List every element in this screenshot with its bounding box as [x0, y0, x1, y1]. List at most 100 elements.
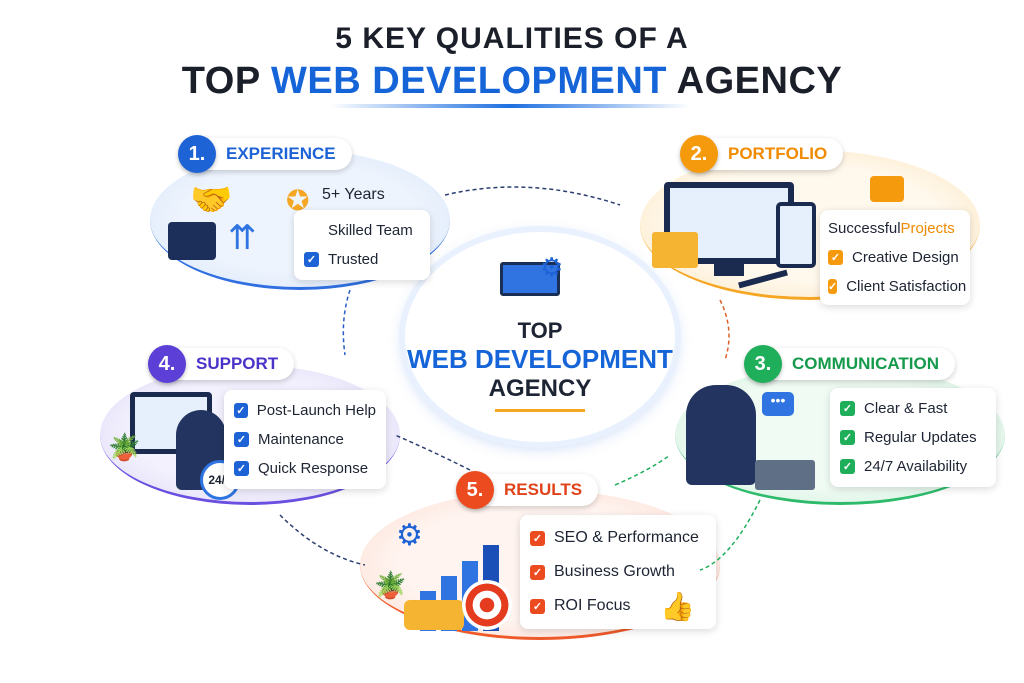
item-text: Quick Response — [258, 460, 369, 477]
arrow-1-2 — [444, 186, 621, 206]
portfolio-header: 2. PORTFOLIO — [680, 135, 844, 173]
item-text: Business Growth — [554, 563, 675, 580]
arrow-4-1 — [342, 289, 351, 356]
check-icon: ✓ — [828, 250, 843, 265]
title-highlight: WEB DEVELOPMENT — [271, 60, 668, 102]
check-icon: ✓ — [828, 279, 838, 294]
results-header: 5. RESULTS — [456, 471, 599, 509]
item-text: 5+ Years — [322, 185, 385, 203]
team-meeting-icon — [686, 385, 756, 485]
title-pre: TOP — [181, 60, 272, 102]
section-number: 2. — [680, 135, 718, 173]
item-text: Trusted — [328, 251, 379, 268]
list-item: ✓ Client Satisfaction — [828, 272, 966, 301]
list-item: Skilled Team — [304, 216, 420, 245]
list-item: ✓ Regular Updates — [840, 423, 986, 452]
support-header: 4. SUPPORT — [148, 345, 295, 383]
check-icon: ✓ — [530, 530, 545, 546]
experience-items: 5+ Years — [322, 180, 385, 209]
title-post: AGENCY — [667, 60, 843, 102]
tablet-icon — [776, 202, 816, 268]
plant-icon: 🪴 — [108, 432, 141, 462]
item-text: SEO & Performance — [554, 529, 699, 546]
check-icon: ✓ — [530, 564, 545, 580]
item-text: Post-Launch Help — [256, 402, 376, 419]
monitor-stand — [714, 264, 744, 276]
list-item: ✓ Quick Response — [234, 454, 376, 483]
list-item: ✓ Clear & Fast — [840, 394, 986, 423]
check-icon: ✓ — [234, 461, 249, 476]
section-number: 3. — [744, 345, 782, 383]
subtitle-highlight: Projects — [900, 220, 955, 237]
list-item: ✓ Creative Design — [828, 243, 962, 272]
title-underline — [330, 104, 690, 108]
laptop-gears-icon: ⚙ — [500, 252, 580, 302]
results-list: ✓ SEO & Performance ✓ Business Growth ✓ ROI… — [520, 515, 716, 629]
check-icon: ✓ — [840, 401, 855, 416]
portfolio-list: Successful Projects ✓Creative Design ✓Cl… — [820, 210, 970, 305]
title-line-1: 5 KEY QUALITIES OF A — [335, 22, 689, 55]
folder-icon — [652, 232, 698, 268]
item-text: Maintenance — [258, 431, 344, 448]
communication-header: 3. COMMUNICATION — [744, 345, 955, 383]
arrow-3-5 — [699, 499, 761, 571]
list-item: ✓ Post-Launch Help — [234, 396, 376, 425]
item-text: Regular Updates — [864, 429, 977, 446]
experience-list: Skilled Team ✓ Trusted — [294, 210, 430, 280]
check-icon: ✓ — [304, 252, 319, 267]
section-title: EXPERIENCE — [226, 144, 336, 163]
list-item: ✓ Trusted — [304, 245, 420, 274]
section-number: 4. — [148, 345, 186, 383]
item-text: Clear & Fast — [864, 400, 948, 417]
item-text: 24/7 Availability — [864, 458, 968, 475]
portfolio-subtitle: Successful Projects — [828, 214, 962, 243]
list-item: ✓ Business Growth — [530, 555, 706, 589]
center-line-2: WEB DEVELOPMENT — [407, 344, 673, 374]
arrow-5-center — [394, 434, 471, 471]
check-icon: ✓ — [840, 430, 855, 445]
list-item: 5+ Years — [322, 180, 385, 209]
growth-arrows-icon: ⇈ — [228, 219, 257, 257]
briefcase-icon — [168, 222, 216, 260]
thumbs-up-icon: 👍 — [660, 591, 695, 622]
target-icon — [462, 580, 512, 630]
section-number: 1. — [178, 135, 216, 173]
item-text: Skilled Team — [328, 222, 413, 239]
item-text: Creative Design — [852, 249, 959, 266]
section-title: RESULTS — [504, 480, 583, 499]
check-icon: ✓ — [840, 459, 855, 474]
laptop-icon — [755, 460, 815, 490]
section-number: 5. — [456, 471, 494, 509]
check-icon: ✓ — [234, 403, 248, 418]
center-underline — [495, 409, 585, 412]
chat-bubble-icon: ••• — [762, 392, 794, 416]
coins-icon — [404, 600, 464, 630]
chat-icon — [870, 176, 904, 202]
arrow-5-3 — [614, 454, 671, 486]
arrow-5-4 — [279, 514, 366, 566]
center-hub: ⚙ TOP WEB DEVELOPMENT AGENCY — [405, 232, 675, 442]
award-badge-icon: ✪ — [286, 185, 310, 216]
list-item: ✓ SEO & Performance — [530, 521, 706, 555]
section-title: PORTFOLIO — [728, 144, 828, 163]
communication-list: ✓ Clear & Fast ✓ Regular Updates ✓ 24/7 Ava… — [830, 388, 996, 487]
list-item: ✓Maintenance — [234, 425, 376, 454]
center-line-3: AGENCY — [488, 375, 592, 402]
experience-header: 1. EXPERIENCE — [178, 135, 352, 173]
item-text: Client Satisfaction — [846, 278, 967, 295]
subtitle-text: Successful — [828, 220, 901, 237]
list-item: ✓ ROI Focus — [530, 589, 706, 623]
gear-icon: ⚙ — [396, 519, 423, 552]
section-title: SUPPORT — [196, 354, 279, 373]
plant-icon: 🪴 — [374, 570, 407, 600]
center-line-1: TOP — [517, 318, 563, 343]
handshake-icon: 🤝 — [190, 181, 233, 219]
item-text: ROI Focus — [554, 597, 631, 614]
section-title: COMMUNICATION — [792, 354, 939, 373]
support-list: ✓ Post-Launch Help ✓Maintenance ✓ Quick Re… — [224, 390, 386, 489]
check-icon: ✓ — [530, 598, 545, 614]
list-item: ✓ 24/7 Availability — [840, 452, 986, 481]
title-line-2: TOP WEB DEVELOPMENT AGENCY — [0, 60, 1024, 103]
arrow-2-3 — [719, 299, 730, 361]
